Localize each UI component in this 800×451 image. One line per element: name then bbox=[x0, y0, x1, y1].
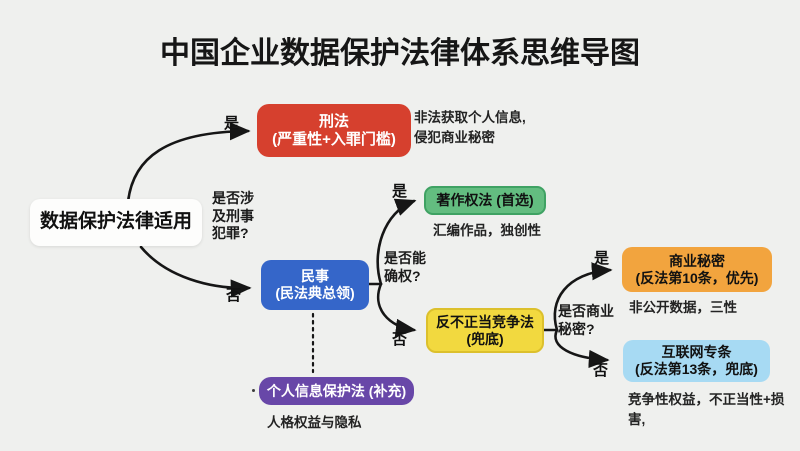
note-internet-clause: 竞争性权益，不正当性+损害, bbox=[628, 392, 785, 427]
node-trade-secret-title: 商业秘密 bbox=[669, 252, 725, 269]
page-title: 中国企业数据保护法律体系思维导图 bbox=[160, 37, 640, 70]
node-internet-clause: 互联网专条 (反法第13条，兜底) bbox=[623, 340, 770, 382]
arrow-root-to-criminal bbox=[126, 122, 251, 204]
node-anti-unfair-competition-law-subtitle: (兜底) bbox=[466, 330, 504, 347]
node-civil-law: 民事 (民法典总领) bbox=[261, 260, 369, 310]
note-copyright-law: 汇编作品，独创性 bbox=[433, 223, 541, 238]
note-trade-secret: 非公开数据，三性 bbox=[629, 300, 737, 315]
question-criminal-line3: 犯罪? bbox=[212, 225, 249, 241]
note-personal-info-protection-law: 人格权益与隐私 bbox=[267, 415, 362, 430]
node-civil-law-title: 民事 bbox=[301, 268, 329, 285]
question-trade-secret: 是否商业 秘密? bbox=[558, 303, 614, 338]
node-copyright-law-title: 著作权法 (首选) bbox=[436, 192, 534, 209]
arrow-anticompete-to-internet bbox=[554, 328, 610, 369]
question-ownership-line2: 确权? bbox=[384, 267, 421, 284]
node-criminal-law-subtitle: (严重性+入罪门槛) bbox=[272, 130, 396, 148]
question-trade-secret-line1: 是否商业 bbox=[558, 303, 614, 319]
node-copyright-law: 著作权法 (首选) bbox=[424, 186, 546, 215]
question-ownership-line1: 是否能 bbox=[384, 250, 426, 266]
stray-dot bbox=[252, 389, 255, 392]
node-criminal-law: 刑法 (严重性+入罪门槛) bbox=[257, 104, 411, 157]
node-trade-secret-subtitle: (反法第10条，优先) bbox=[635, 269, 759, 286]
branch-label-no-internet: 否 bbox=[593, 362, 609, 379]
question-criminal-line2: 及刑事 bbox=[212, 207, 254, 224]
question-ownership: 是否能 确权? bbox=[384, 250, 426, 285]
arrow-civil-to-anticompete bbox=[376, 282, 417, 337]
note-criminal-law-line1: 非法获取个人信息, bbox=[414, 110, 526, 125]
node-anti-unfair-competition-law-title: 反不正当竞争法 bbox=[436, 313, 534, 330]
note-criminal-law: 非法获取个人信息, 侵犯商业秘密 bbox=[414, 108, 526, 147]
branch-label-yes-criminal: 是 bbox=[224, 115, 240, 132]
node-personal-info-protection-law-title: 个人信息保护法 (补充) bbox=[266, 382, 407, 399]
node-root: 数据保护法律适用 bbox=[30, 199, 202, 246]
question-criminal-line1: 是否涉 bbox=[212, 190, 254, 206]
node-criminal-law-title: 刑法 bbox=[318, 112, 349, 130]
arrow-anticompete-to-tradesecret bbox=[553, 262, 613, 332]
question-trade-secret-line2: 秘密? bbox=[558, 320, 595, 337]
arrow-root-to-civil bbox=[139, 245, 252, 298]
node-anti-unfair-competition-law: 反不正当竞争法 (兜底) bbox=[426, 308, 544, 353]
question-criminal: 是否涉 及刑事 犯罪? bbox=[212, 190, 254, 243]
node-personal-info-protection-law: 个人信息保护法 (补充) bbox=[259, 377, 414, 405]
branch-label-no-anticompete: 否 bbox=[392, 331, 408, 348]
node-internet-clause-title: 互联网专条 bbox=[661, 344, 732, 361]
branch-label-yes-tradesecret: 是 bbox=[594, 250, 610, 267]
node-internet-clause-subtitle: (反法第13条，兜底) bbox=[635, 361, 758, 377]
node-civil-law-subtitle: (民法典总领) bbox=[275, 285, 355, 301]
note-criminal-law-line2: 侵犯商业秘密 bbox=[414, 129, 495, 145]
node-trade-secret: 商业秘密 (反法第10条，优先) bbox=[622, 247, 772, 292]
node-root-label: 数据保护法律适用 bbox=[39, 211, 192, 233]
arrow-civil-to-copyright bbox=[376, 198, 417, 286]
branch-label-yes-copyright: 是 bbox=[392, 183, 408, 200]
branch-label-no-civil: 否 bbox=[226, 287, 242, 304]
